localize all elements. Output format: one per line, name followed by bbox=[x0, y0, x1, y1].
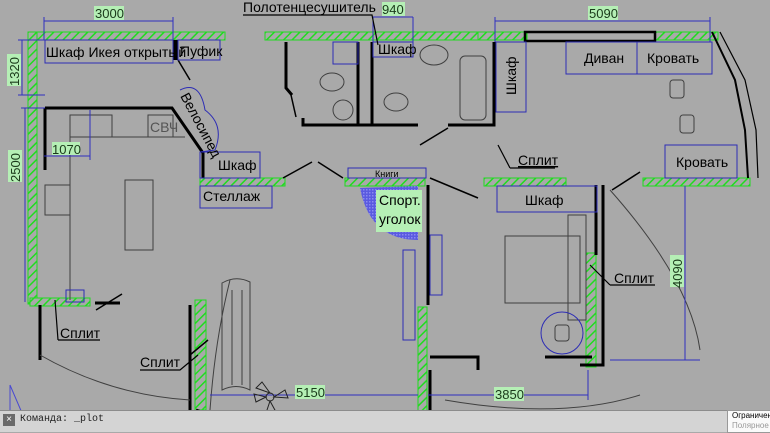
label-pouf: Пуфик bbox=[180, 43, 223, 59]
plant-icon bbox=[253, 381, 289, 414]
label-sport-corner-line1: Спорт. bbox=[379, 192, 421, 208]
command-line-text[interactable]: Команда: _plot bbox=[20, 414, 105, 425]
label-towel-dryer: Полотенцесушитель bbox=[243, 0, 376, 15]
tooltip-line-1: Ограничение bbox=[732, 411, 770, 420]
command-line[interactable]: × Команда: _plot bbox=[0, 410, 730, 432]
label-rack: Стеллаж bbox=[203, 188, 261, 204]
dimension-text: 5150 bbox=[296, 385, 325, 400]
label-bed-top: Кровать bbox=[647, 50, 699, 66]
dimension-3000: 3000 bbox=[94, 6, 124, 21]
dimension-940: 940 bbox=[382, 2, 405, 17]
label-microwave: СВЧ bbox=[150, 119, 178, 135]
label-bed-right: Кровать bbox=[676, 154, 728, 170]
label-books: Книги bbox=[375, 169, 399, 179]
label-split-kitchen: Сплит bbox=[60, 325, 101, 341]
dimension-lines bbox=[18, 16, 711, 400]
close-icon[interactable]: × bbox=[3, 414, 15, 426]
dimension-text: 2500 bbox=[8, 153, 23, 182]
label-split-hall: Сплит bbox=[518, 152, 559, 168]
dimension-text: 3850 bbox=[495, 387, 524, 402]
dimension-text: 940 bbox=[382, 2, 404, 17]
dimension-text: 4090 bbox=[670, 259, 685, 288]
dimension-text: 1320 bbox=[7, 57, 22, 86]
label-wardrobe-bedroom: Шкаф bbox=[525, 192, 564, 208]
dimension-text: 5090 bbox=[589, 6, 618, 21]
door-swings bbox=[95, 59, 641, 356]
status-tooltip: Ограничение Полярное отс bbox=[727, 410, 770, 433]
label-wardrobe-bathroom: Шкаф bbox=[378, 41, 417, 57]
tooltip-line-2: Полярное отс bbox=[732, 421, 770, 430]
label-split-living: Сплит bbox=[140, 354, 181, 370]
dimension-2500: 2500 bbox=[8, 150, 23, 182]
dimension-5090: 5090 bbox=[588, 6, 618, 21]
leader-lines bbox=[54, 14, 655, 371]
furniture bbox=[44, 39, 738, 391]
label-split-bedroom: Сплит bbox=[614, 270, 655, 286]
label-sport-corner-line2: уголок bbox=[379, 211, 421, 227]
dimension-3850: 3850 bbox=[494, 387, 524, 402]
label-wardrobe-ikea: Шкаф Икея открытый bbox=[46, 44, 186, 60]
dimension-1070: 1070 bbox=[52, 142, 81, 157]
dimension-4090: 4090 bbox=[670, 255, 685, 288]
label-sofa: Диван bbox=[584, 50, 624, 66]
dimension-1320: 1320 bbox=[7, 54, 22, 86]
label-wardrobe-kitchen: Шкаф bbox=[218, 157, 257, 173]
dimension-5150: 5150 bbox=[295, 385, 325, 400]
dimension-text: 1070 bbox=[52, 142, 81, 157]
label-wardrobe-hall: Шкаф bbox=[503, 56, 519, 95]
dimension-text: 3000 bbox=[95, 6, 124, 21]
